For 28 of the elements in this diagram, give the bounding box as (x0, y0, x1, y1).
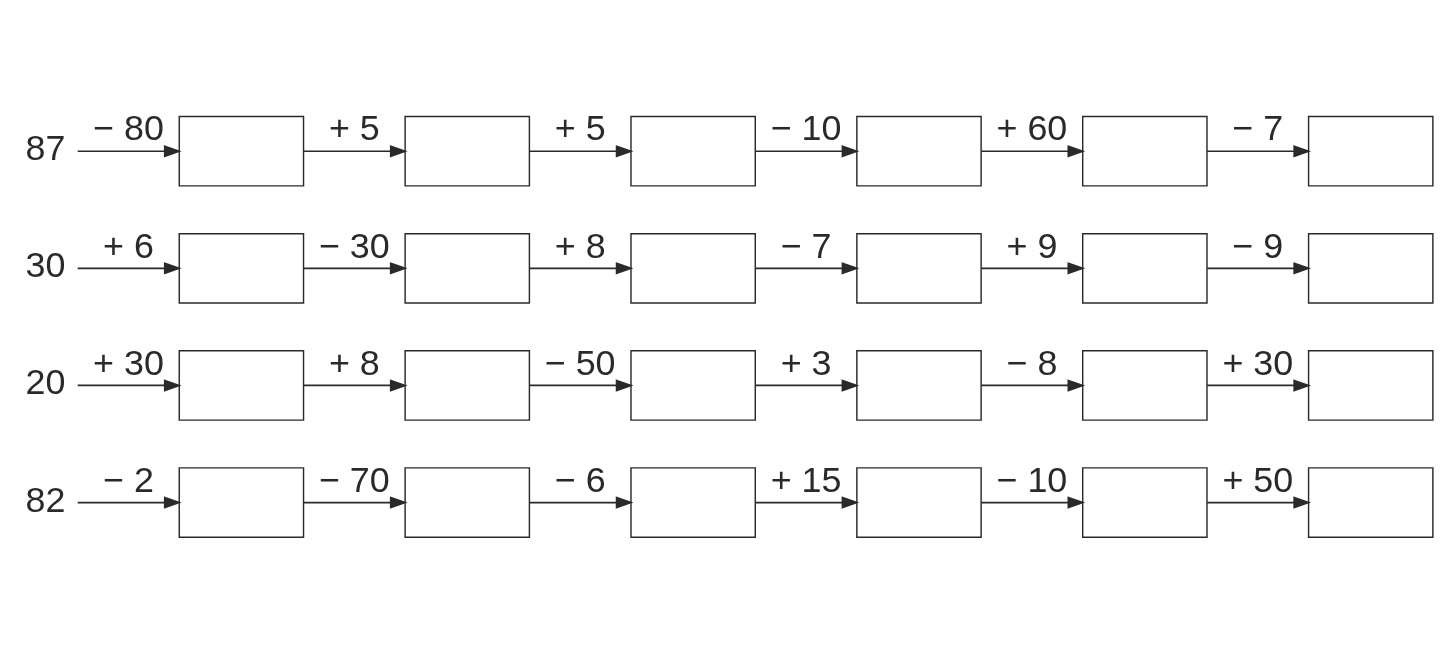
node-text: 30 (25, 244, 66, 285)
edge-label: + 5 (328, 107, 380, 148)
edge-label: + 5 (554, 107, 606, 148)
edge-label: − 8 (1006, 342, 1058, 383)
edge-label: + 6 (103, 225, 154, 266)
edge-label: + 8 (554, 225, 606, 266)
edge-label: + 9 (1006, 225, 1058, 266)
edge-label: − 6 (554, 459, 606, 500)
edge-label: − 50 (544, 342, 616, 383)
edge-label: + 60 (996, 107, 1068, 148)
edge-label: + 30 (93, 342, 164, 383)
edge-label: − 70 (318, 459, 390, 500)
edge-label: − 2 (103, 459, 154, 500)
edge-label: − 10 (996, 459, 1068, 500)
edge-label: − 7 (780, 225, 832, 266)
edge-label: − 10 (770, 107, 842, 148)
edge-label: − 9 (1232, 225, 1284, 266)
edge-label: + 3 (780, 342, 832, 383)
edge-label: + 8 (328, 342, 380, 383)
edge-label: + 15 (770, 459, 842, 500)
node-text: 20 (25, 361, 66, 402)
edge-label: − 30 (318, 225, 390, 266)
edge-label: + 30 (1222, 342, 1294, 383)
node-text: 82 (25, 479, 66, 520)
edge-label: − 80 (93, 107, 164, 148)
node-text: 87 (25, 127, 66, 168)
edge-label: + 50 (1222, 459, 1294, 500)
edge-label: − 7 (1232, 107, 1284, 148)
